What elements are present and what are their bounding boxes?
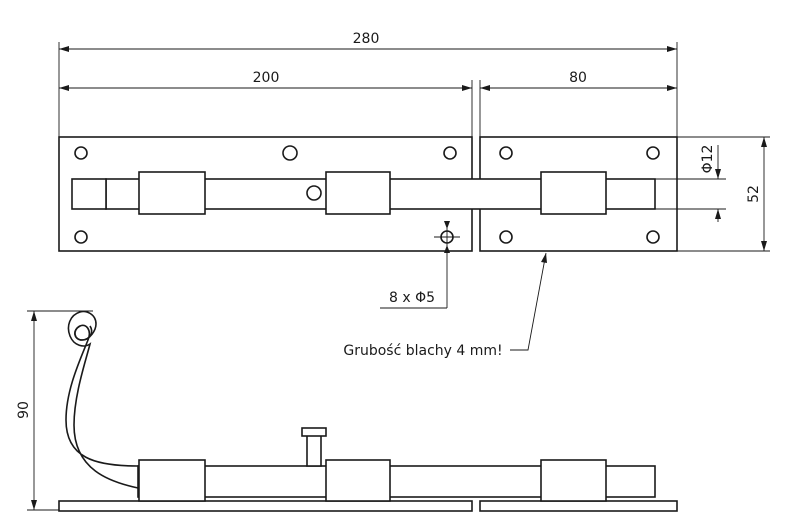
dim-phi12-label: Φ12 (700, 145, 716, 174)
guide-1 (138, 171, 206, 215)
dim-80-label: 80 (569, 70, 587, 86)
dimension-lines (27, 42, 770, 511)
hole (443, 146, 457, 160)
thickness-label: Grubość blachy 4 mm! (343, 343, 502, 359)
curled-handle (65, 310, 139, 489)
bolt-end (71, 178, 107, 210)
top-view (58, 136, 678, 252)
guide-2 (325, 171, 391, 215)
hole (646, 146, 660, 160)
dim-200-label: 200 (253, 70, 280, 86)
knob-cap (301, 427, 327, 437)
dim-280-label: 280 (353, 31, 380, 47)
hole (74, 146, 88, 160)
guide-3 (540, 171, 607, 215)
hole (282, 145, 298, 161)
side-right-plate (479, 500, 678, 512)
dim-52-label: 52 (746, 185, 762, 203)
side-guide-1 (138, 459, 206, 502)
holes-label: 8 x Φ5 (389, 290, 435, 306)
hole (74, 230, 88, 244)
dim-90-label: 90 (16, 401, 32, 419)
side-guide-3 (540, 459, 607, 502)
hole (499, 230, 513, 244)
hole (499, 146, 513, 160)
side-left-plate (58, 500, 473, 512)
knob-stem (306, 431, 322, 467)
side-guide-2 (325, 459, 391, 502)
knob-circle (306, 185, 322, 201)
hole (646, 230, 660, 244)
side-view (58, 310, 678, 512)
